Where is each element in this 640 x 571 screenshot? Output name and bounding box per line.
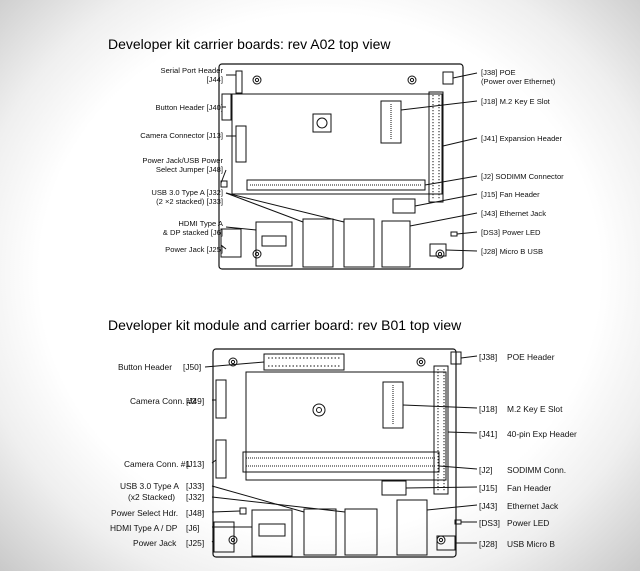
b01-ref-j33: [J33] [186, 481, 205, 491]
b01-ref-j41: [J41] [479, 429, 498, 439]
b01-label-hdmi: HDMI Type A / DP [110, 523, 178, 533]
a02-label-ethernet: [J43] Ethernet Jack [481, 209, 547, 218]
a02-label-hdmi: HDMI Type A& DP stacked [J6] [162, 219, 223, 237]
a02-label-usb3: USB 3.0 Type A [J32](2 ×2 stacked) [J33] [151, 188, 223, 206]
b01-label-fan: Fan Header [507, 483, 552, 493]
b01-ref-j25: [J25] [186, 538, 205, 548]
a02-label-micro-usb: [J28] Micro B USB [481, 247, 544, 256]
b01-ref-j28: [J28] [479, 539, 498, 549]
a02-label-m2: [J18] M.2 Key E Slot [481, 97, 550, 106]
b01-label-power-select: Power Select Hdr. [111, 508, 179, 518]
b01-ref-j15: [J15] [479, 483, 498, 493]
b01-label-40pin: 40-pin Exp Header [507, 429, 577, 439]
b01-ref-j49: [J49] [186, 396, 205, 406]
rev-a02-title: Developer kit carrier boards: rev A02 to… [108, 36, 391, 52]
a02-label-poe: [J38] POE(Power over Ethernet) [481, 68, 556, 86]
b01-label-usb-micro: USB Micro B [507, 539, 555, 549]
b01-label-led: Power LED [507, 518, 550, 528]
rev-b01-title: Developer kit module and carrier board: … [108, 317, 462, 333]
b01-label-ethernet: Ethernet Jack [507, 501, 559, 511]
b01-ref-j50: [J50] [183, 362, 202, 372]
b01-label-sodimm: SODIMM Conn. [507, 465, 567, 475]
b01-ref-j13: [J13] [186, 459, 205, 469]
b01-label-m2: M.2 Key E Slot [507, 404, 563, 414]
a02-label-camera-connector: Camera Connector [J13] [140, 131, 223, 140]
b01-ref-j2: [J2] [479, 465, 493, 475]
b01-ref-ds3: [DS3] [479, 518, 500, 528]
b01-ref-j32: [J32] [186, 492, 205, 502]
b01-ref-j43: [J43] [479, 501, 498, 511]
a02-label-serial-port-header: Serial Port Header[J44] [160, 66, 223, 84]
a02-board [218, 63, 478, 270]
b01-label-camera-1: Camera Conn. #1 [124, 459, 191, 469]
b01-ref-j18: [J18] [479, 404, 498, 414]
b01-ref-j38: [J38] [479, 352, 498, 362]
b01-label-poe: POE Header [507, 352, 555, 362]
a02-label-sodimm: [J2] SODIMM Connector [481, 172, 564, 181]
b01-board [204, 348, 478, 558]
a02-label-led: [DS3] Power LED [481, 228, 541, 237]
b01-label-usb3: USB 3.0 Type A [120, 481, 179, 491]
b01-label-power-jack: Power Jack [133, 538, 177, 548]
a02-label-fan: [J15] Fan Header [481, 190, 540, 199]
b01-label-button-header: Button Header [118, 362, 173, 372]
b01-ref-j48: [J48] [186, 508, 205, 518]
b01-label-camera-2: Camera Conn. #2 [130, 396, 197, 406]
a02-label-expansion: [J41] Expansion Header [481, 134, 563, 143]
a02-label-button-header: Button Header [J40] [155, 103, 223, 112]
b01-label-stacked: (x2 Stacked) [128, 492, 176, 502]
b01-ref-j6: [J6] [186, 523, 200, 533]
a02-label-power-jack: Power Jack [J25] [165, 245, 223, 254]
